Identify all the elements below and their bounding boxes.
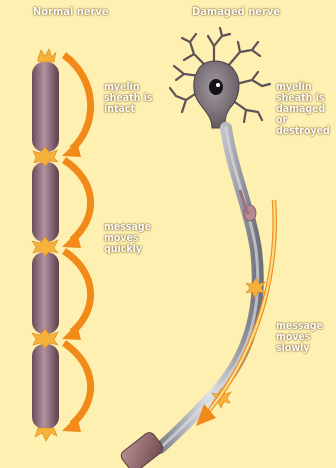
- dendrite: [208, 28, 230, 62]
- myelin-segment: [32, 252, 59, 334]
- dendrite: [232, 100, 262, 122]
- myelin-damaged-label: myelin sheath is damaged or destroyed: [276, 82, 336, 137]
- nucleus: [209, 79, 223, 95]
- jump-arrow: [64, 160, 91, 240]
- normal-nerve: [32, 49, 91, 441]
- myelin-segment: [32, 344, 59, 429]
- message-quick-label: message moves quickly: [104, 222, 151, 255]
- node-of-ranvier: [32, 329, 58, 348]
- jump-arrow: [64, 343, 91, 424]
- slow-message-arrow: [208, 200, 275, 412]
- node-of-ranvier: [35, 428, 57, 441]
- myelin-segment: [32, 62, 59, 152]
- node-of-ranvier: [33, 147, 58, 166]
- normal-nerve-title: Normal nerve: [33, 6, 109, 17]
- myelin-intact-label: myelin sheath is intact: [104, 82, 153, 115]
- jump-arrow: [64, 251, 91, 332]
- message-slow-label: message moves slowly: [276, 321, 336, 354]
- axon-terminal: [119, 430, 165, 468]
- damaged-nerve-title: Damaged nerve: [192, 6, 280, 17]
- nucleolus: [216, 83, 220, 87]
- node-of-ranvier: [38, 49, 56, 62]
- jump-arrow: [64, 55, 91, 149]
- dendrite: [236, 72, 270, 86]
- dendrite: [182, 34, 206, 66]
- myelin-segment: [32, 162, 59, 242]
- dendrite: [228, 42, 260, 66]
- node-of-ranvier: [32, 237, 58, 256]
